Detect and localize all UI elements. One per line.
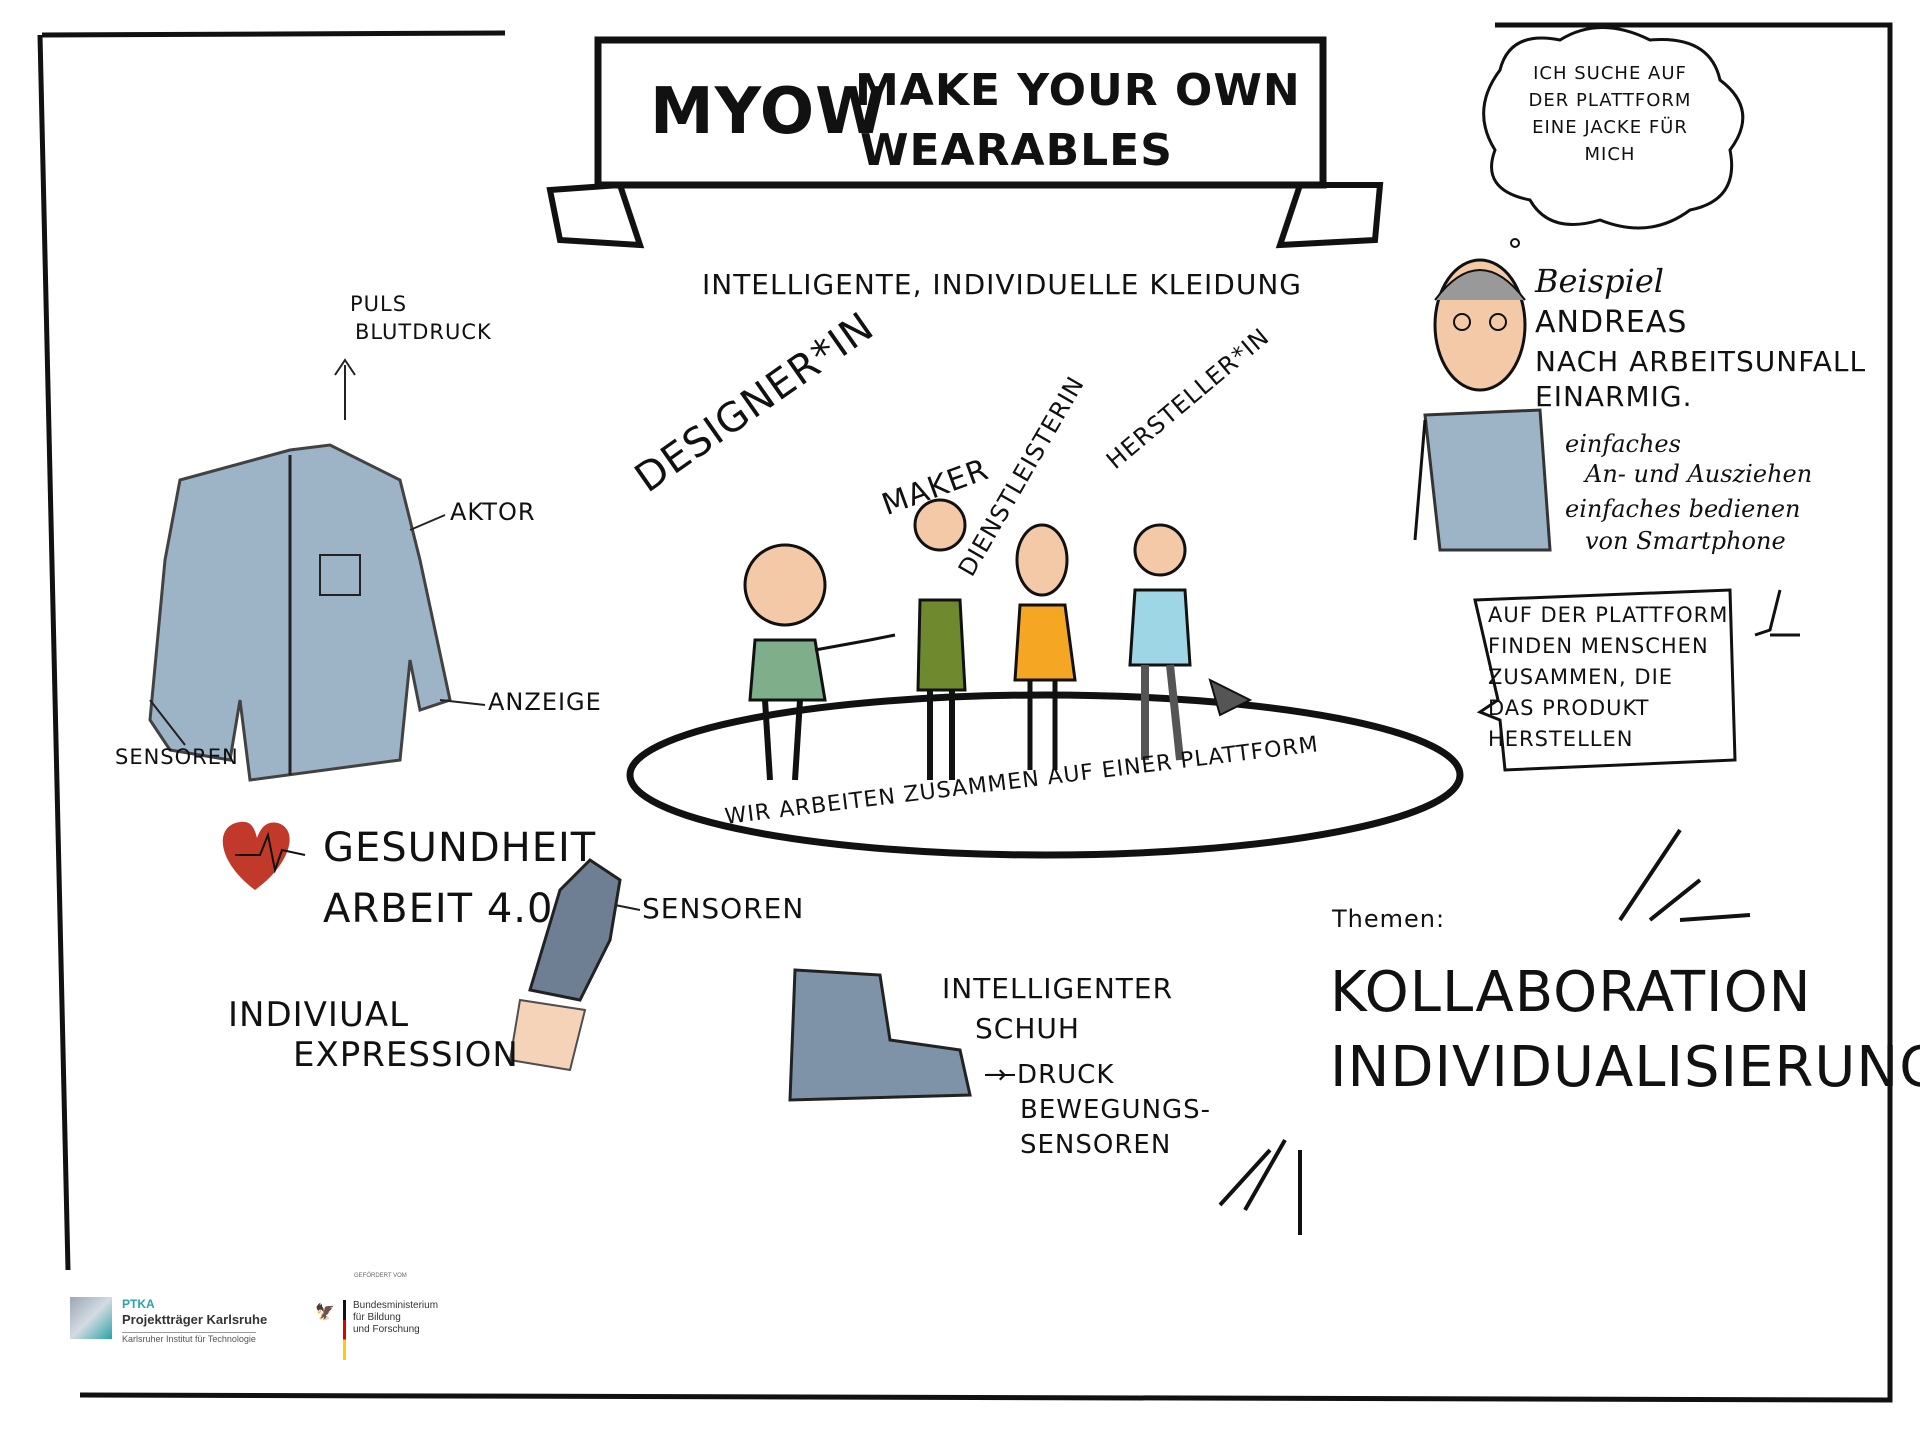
example-bullet1b: An- und Ausziehen	[1585, 460, 1813, 488]
bmbf-funded: Gefördert vom	[354, 1273, 407, 1279]
shoe-line2: Schuh	[975, 1012, 1080, 1045]
bmbf-line: und Forschung	[353, 1324, 420, 1335]
shoe-sensor2: Sensoren	[1020, 1130, 1172, 1160]
person-dienstleisterin	[1013, 523, 1077, 770]
german-flag-bar	[343, 1300, 346, 1360]
bmbf-name: Bundesministerium für Bildung und Forsch…	[353, 1300, 438, 1336]
label-gesundheit: Gesundheit	[323, 825, 597, 871]
label-arbeit: Arbeit 4.0	[323, 886, 554, 932]
subtitle: Intelligente, individuelle Kleidung	[702, 268, 1302, 301]
bmbf-line: Bundesministerium	[353, 1300, 439, 1311]
label-puls: Puls	[350, 292, 408, 316]
federal-eagle-icon: 🦅	[315, 1302, 335, 1321]
themes-label: Themen:	[1332, 905, 1446, 933]
example-bullet1a: einfaches	[1565, 430, 1681, 458]
label-expression: Expression	[293, 1035, 519, 1075]
label-sensoren-jacket: Sensoren	[115, 745, 239, 769]
theme-kollaboration: Kollaboration	[1330, 960, 1812, 1025]
ptka-sub: Karlsruher Institut für Technologie	[122, 1332, 256, 1344]
ptka-abbr: PTKA	[122, 1297, 155, 1311]
example-bullet2b: von Smartphone	[1585, 527, 1786, 555]
thought-line: eine Jacke für	[1532, 117, 1688, 138]
title-line2: Wearables	[860, 125, 1173, 176]
shoe-line1: Intelligenter	[942, 972, 1174, 1005]
bmbf-line: für Bildung	[353, 1312, 401, 1323]
arrow-head-icon	[1208, 678, 1253, 717]
ptka-logo-icon	[70, 1297, 112, 1339]
example-line3: einarmig.	[1535, 380, 1693, 413]
label-aktor: Aktor	[450, 498, 536, 526]
theme-individualisierung: Individualisierung	[1330, 1035, 1920, 1100]
speech-box-text: Auf der Plattform finden Menschen zusamm…	[1488, 600, 1728, 755]
arrow-up-icon	[334, 358, 356, 420]
platform-ellipse	[626, 691, 1464, 859]
speech-line: herstellen	[1488, 727, 1634, 751]
ptka-name: Projektträger Karlsruhe	[122, 1312, 268, 1327]
speech-line: finden Menschen	[1488, 634, 1709, 658]
label-indiviual: Indiviual	[228, 995, 410, 1035]
thought-bubble-text: Ich suche auf der Plattform eine Jacke f…	[1520, 60, 1700, 168]
person-hersteller	[1128, 523, 1192, 761]
speech-line: Auf der Plattform	[1488, 603, 1729, 627]
speech-line: das Produkt	[1488, 696, 1650, 720]
person-designer	[743, 543, 896, 781]
thought-bubble	[1482, 26, 1745, 230]
person-maker	[913, 498, 967, 780]
shoe-arrow: → Druck	[985, 1060, 1115, 1090]
speech-box	[1473, 588, 1737, 772]
thought-line: Ich suche auf	[1533, 63, 1687, 84]
title-banner	[546, 36, 1384, 249]
boot-illustration	[788, 968, 972, 1102]
glove-illustration	[508, 858, 641, 1072]
emphasis-lines-top	[1618, 828, 1751, 922]
title-line1: Make your own	[855, 65, 1301, 116]
label-anzeige: Anzeige	[488, 688, 602, 716]
speech-line: zusammen, die	[1488, 665, 1674, 689]
jacket-illustration	[148, 358, 486, 782]
thought-line: der Plattform	[1528, 90, 1692, 111]
person-andreas	[1413, 258, 1552, 552]
emphasis-lines-bottom	[1218, 1139, 1302, 1235]
frame-border	[37, 22, 1893, 1403]
label-sensoren-glove: Sensoren	[642, 892, 805, 925]
example-bullet2a: einfaches bedienen	[1565, 495, 1801, 523]
arrow-down-left-icon	[1754, 589, 1800, 637]
thought-line: mich	[1584, 144, 1636, 165]
example-name: Andreas	[1535, 305, 1688, 340]
example-heading: Beispiel	[1535, 262, 1664, 300]
title-short: MYOW	[650, 75, 887, 149]
example-line2: nach Arbeitsunfall	[1535, 345, 1867, 378]
label-blutdruck: Blutdruck	[355, 320, 492, 344]
shoe-sensor1: Bewegungs-	[1020, 1095, 1212, 1125]
